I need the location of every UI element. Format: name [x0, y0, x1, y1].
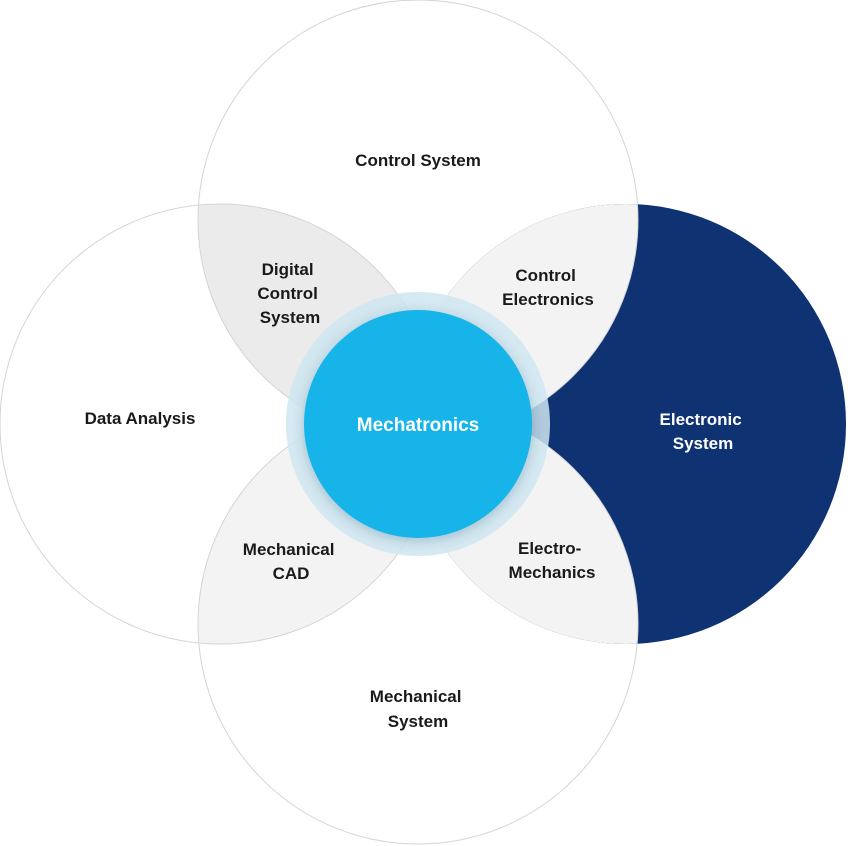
label-mechanical-system-line-1: Mechanical: [370, 687, 462, 706]
label-digital-control-system-line-2: Control: [257, 284, 317, 303]
label-data-analysis: Data Analysis: [85, 409, 196, 428]
circle-labels: Control System Data Analysis Electronic …: [85, 151, 747, 731]
label-control-electronics-line-1: Control: [515, 266, 575, 285]
label-electronic-system-line-2: System: [673, 434, 733, 453]
label-digital-control-system-line-1: Digital: [262, 260, 314, 279]
label-mechanical-cad-line-2: CAD: [273, 564, 310, 583]
label-mechanical-system: Mechanical System: [370, 687, 466, 731]
label-digital-control-system-line-3: System: [260, 308, 320, 327]
label-electro-mechanics: Electro- Mechanics: [509, 539, 596, 582]
label-electronic-system-line-1: Electronic: [660, 410, 742, 429]
label-control-system: Control System: [355, 151, 481, 170]
label-electronic-system: Electronic System: [660, 410, 747, 453]
center-hub: Mechatronics: [286, 292, 550, 556]
center-circle: [304, 310, 532, 538]
overlap-labels: Digital Control System Control Electroni…: [243, 260, 596, 583]
center-label: Mechatronics: [357, 415, 479, 436]
label-mechanical-system-line-2: System: [388, 712, 448, 731]
label-electro-mechanics-line-2: Mechanics: [509, 563, 596, 582]
label-control-electronics-line-2: Electronics: [502, 290, 594, 309]
label-mechanical-cad: Mechanical CAD: [243, 540, 339, 583]
label-electro-mechanics-line-1: Electro-: [518, 539, 581, 558]
label-digital-control-system: Digital Control System: [257, 260, 322, 327]
label-control-electronics: Control Electronics: [502, 266, 594, 309]
label-mechanical-cad-line-1: Mechanical: [243, 540, 335, 559]
